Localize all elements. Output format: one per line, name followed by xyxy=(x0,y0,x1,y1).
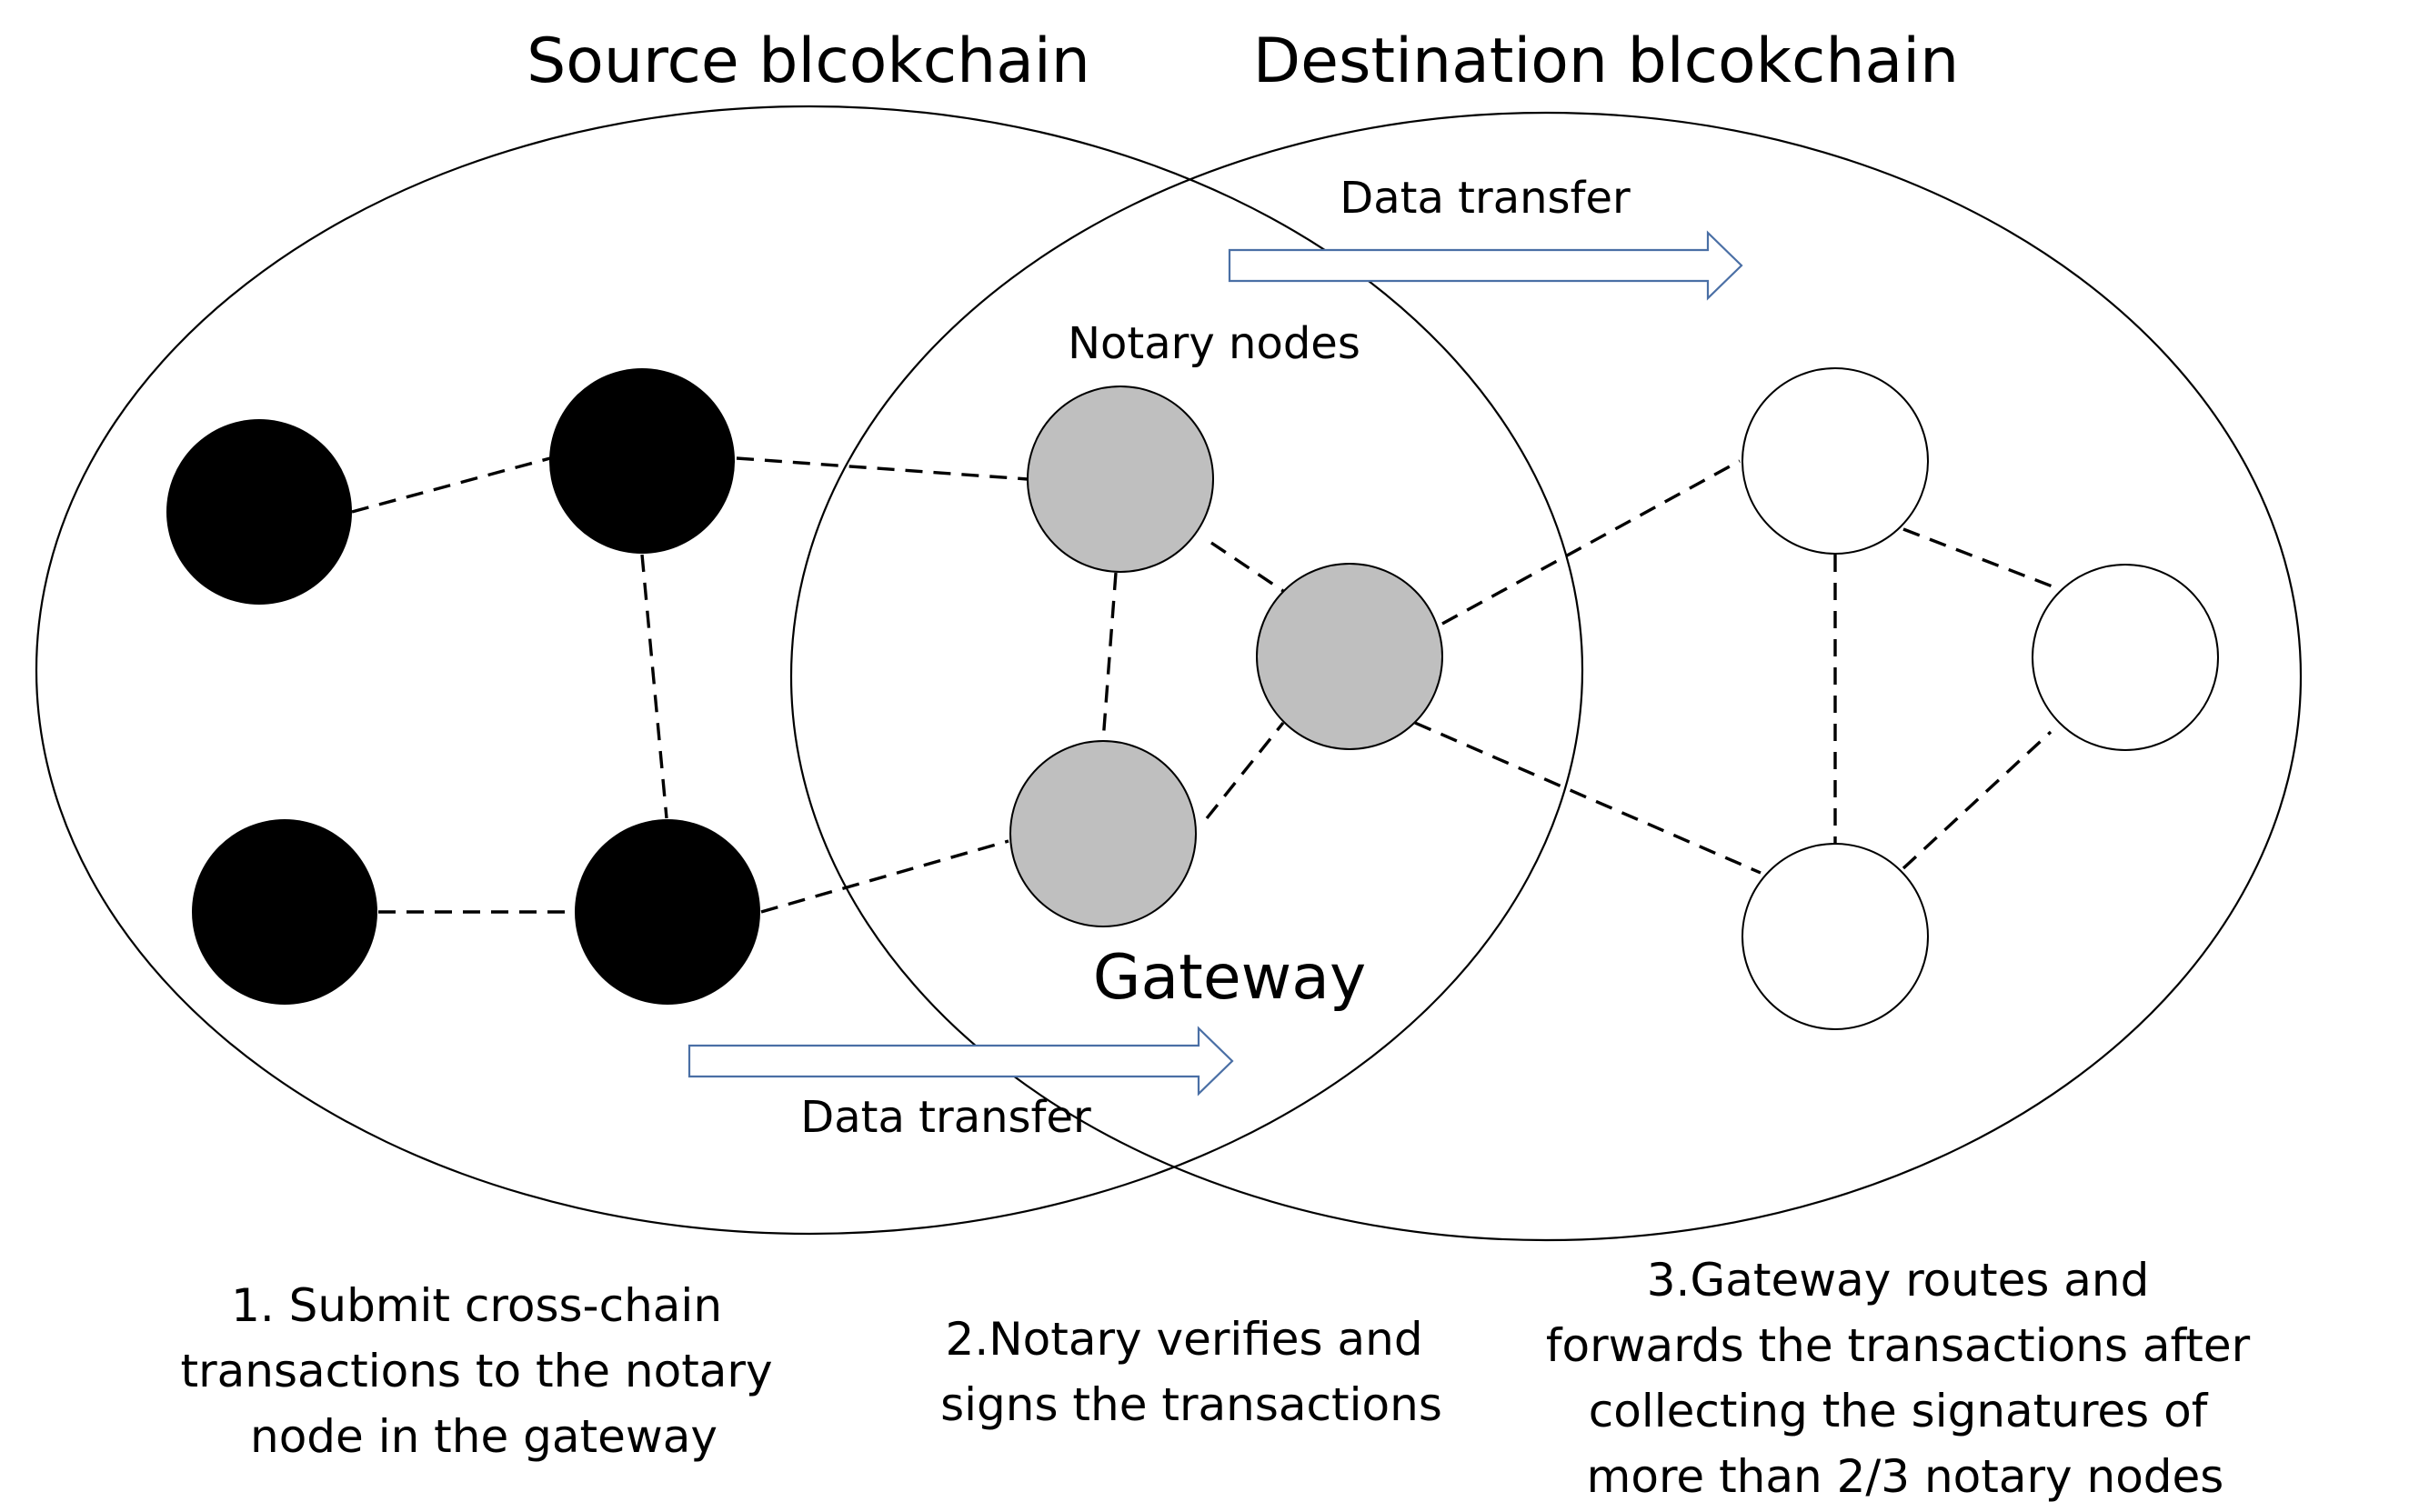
gateway-label: Gateway xyxy=(1093,942,1366,1014)
source-blockchain-ellipse xyxy=(35,105,1584,1236)
node-links xyxy=(351,456,2065,914)
notary-node xyxy=(1009,740,1197,927)
data-transfer-arrow-top xyxy=(1228,230,1743,301)
source-node xyxy=(192,819,377,1005)
notary-nodes xyxy=(1009,386,1443,927)
link xyxy=(1414,721,1762,875)
destination-blockchain-ellipse xyxy=(789,111,2303,1242)
data-transfer-label-top: Data transfer xyxy=(1340,173,1631,224)
notary-node xyxy=(1256,563,1443,750)
link xyxy=(736,456,1029,481)
source-nodes xyxy=(166,368,760,1005)
step-2-line: 2.Notary verifies and xyxy=(946,1313,1423,1366)
notary-node xyxy=(1027,386,1214,573)
source-node xyxy=(166,419,352,605)
data-transfer-arrow-bottom xyxy=(688,1026,1234,1096)
step-1-line: node in the gateway xyxy=(250,1410,718,1463)
destination-node xyxy=(1742,367,1929,555)
source-node xyxy=(575,819,760,1005)
step-2-caption: 2.Notary verifies and signs the transact… xyxy=(940,1313,1442,1431)
destination-node xyxy=(1742,843,1929,1030)
link xyxy=(1101,572,1118,742)
step-1-caption: 1. Submit cross-chain transactions to th… xyxy=(180,1279,787,1463)
destination-node xyxy=(2032,564,2219,751)
step-1-line: transactions to the notary xyxy=(180,1345,772,1397)
link xyxy=(640,554,668,819)
step-3-line: 3.Gateway routes and xyxy=(1647,1254,2150,1307)
link xyxy=(1210,541,1284,593)
link xyxy=(351,456,551,514)
step-1-line: 1. Submit cross-chain xyxy=(231,1279,722,1332)
data-transfer-label-bottom: Data transfer xyxy=(800,1092,1091,1143)
notary-nodes-label: Notary nodes xyxy=(1068,318,1360,369)
link xyxy=(1902,730,2053,870)
step-3-caption: 3.Gateway routes and forwards the transa… xyxy=(1546,1254,2264,1503)
link xyxy=(1902,527,2065,593)
destination-nodes xyxy=(1742,367,2219,1030)
link xyxy=(1441,459,1741,626)
step-3-line: more than 2/3 notary nodes xyxy=(1587,1450,2224,1503)
source-blockchain-title: Source blcokchain xyxy=(527,25,1090,97)
step-2-line: signs the transactions xyxy=(940,1378,1442,1431)
destination-blockchain-title: Destination blcokchain xyxy=(1253,25,1959,97)
step-3-line: collecting the signatures of xyxy=(1589,1385,2209,1437)
source-node xyxy=(549,368,735,554)
link xyxy=(1205,721,1285,820)
link xyxy=(760,839,1009,914)
step-3-line: forwards the transactions after xyxy=(1546,1319,2251,1372)
